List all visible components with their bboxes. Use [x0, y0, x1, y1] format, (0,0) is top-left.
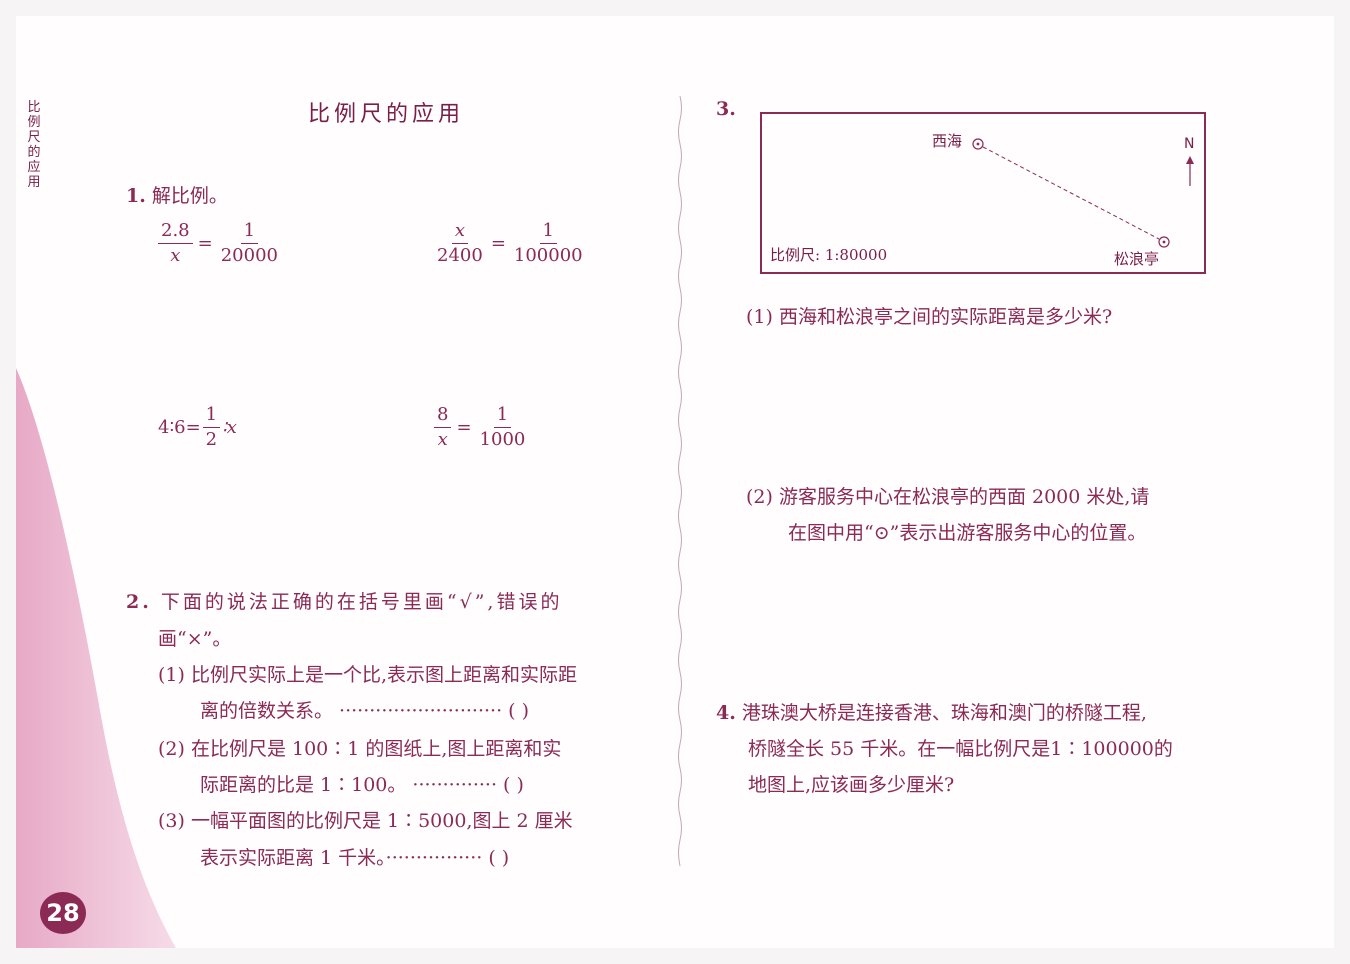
eq3-b-num: 1	[202, 404, 221, 428]
side-title: 比例尺的应用	[27, 100, 41, 190]
eq1-a-num: 2.8	[158, 220, 193, 244]
map-drawing	[972, 138, 1194, 248]
eq3-right: ∶x	[222, 417, 237, 438]
q3-number: 3.	[716, 98, 736, 120]
map-label-xihai: 西海	[932, 132, 963, 150]
map-diagram: 西海 N 比例尺: 1:80000 松浪亭	[760, 112, 1206, 274]
eq2-a-den: 2400	[437, 245, 483, 266]
map-label-songlangting: 松浪亭	[1114, 250, 1160, 268]
page-number: 28	[40, 892, 86, 934]
eq4-a-num: 8	[434, 404, 452, 428]
q4-line-1: 4. 港珠澳大桥是连接香港、珠海和澳门的桥隧工程,	[716, 698, 1147, 725]
q2-line-1: 2. 下面的说法正确的在括号里画“√”,错误的	[126, 587, 562, 614]
q2-item-2-line-1: (2) 在比例尺是 100∶1 的图纸上,图上距离和实	[158, 738, 562, 760]
eq2-b-num: 1	[539, 220, 557, 244]
q2-item-2-line-2: 际距离的比是 1∶100。 ·············· ( )	[200, 774, 524, 796]
map-scale-label: 比例尺: 1:80000	[770, 246, 888, 264]
column-divider	[678, 96, 682, 866]
q2-item-1-line-2: 离的倍数关系。 ··························· ( )	[200, 700, 530, 722]
q2-item-3-line-2: 表示实际距离 1 千米。················ ( )	[200, 847, 510, 869]
q4-text-1: 港珠澳大桥是连接香港、珠海和澳门的桥隧工程,	[741, 702, 1147, 724]
page-title: 比例尺的应用	[307, 102, 464, 127]
eq2-a-num: x	[451, 220, 468, 244]
eq1-b-num: 1	[240, 220, 259, 244]
q4-line-3: 地图上,应该画多少厘米?	[748, 774, 955, 796]
q1-number: 1.	[126, 185, 146, 207]
q3-sub-1: (1) 西海和松浪亭之间的实际距离是多少米?	[746, 306, 1113, 328]
q4-line-2: 桥隧全长 55 千米。在一幅比例尺是1∶100000的	[748, 738, 1173, 760]
q1-heading: 1. 解比例。	[126, 181, 228, 208]
q2-item-1-line-1: (1) 比例尺实际上是一个比,表示图上距离和实际距	[158, 664, 577, 686]
pink-decorative-band	[16, 368, 176, 948]
q3-sub-2-line-1: (2) 游客服务中心在松浪亭的西面 2000 米处,请	[746, 486, 1150, 508]
eq3-b-den: 2	[205, 429, 218, 450]
q1-text: 解比例。	[151, 185, 228, 207]
q2-item-3-line-1: (3) 一幅平面图的比例尺是 1∶5000,图上 2 厘米	[158, 810, 573, 832]
q2-line-2: 画“×”。	[158, 628, 232, 650]
eq2-b-den: 100000	[513, 245, 583, 266]
eq4-b-den: 1000	[479, 429, 526, 450]
north-label: N	[1184, 136, 1195, 152]
q3-sub-2-line-2: 在图中用“⊙”表示出游客服务中心的位置。	[788, 522, 1147, 544]
eq4-b-num: 1	[493, 404, 512, 428]
q2-number: 2.	[126, 591, 152, 613]
eq1-a-den: x	[170, 245, 181, 266]
eq1-b-den: 20000	[220, 245, 278, 266]
eq3-left: 4∶6=	[158, 417, 201, 438]
eq4-a-den: x	[437, 429, 448, 450]
q2-text-1: 下面的说法正确的在括号里画“√”,错误的	[160, 591, 563, 613]
q4-number: 4.	[716, 702, 736, 724]
